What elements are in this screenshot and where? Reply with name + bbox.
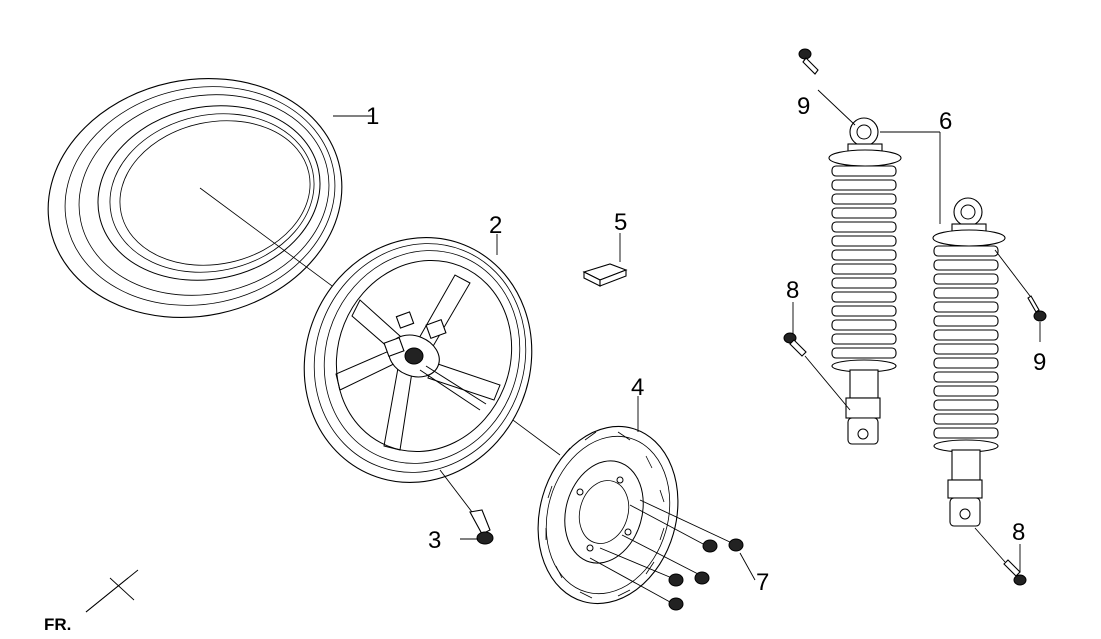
callout-1: 1 (366, 103, 379, 130)
shock-bolt-9-top (798, 48, 819, 75)
orientation-label: FR. (44, 615, 71, 634)
tire-valve (439, 469, 494, 545)
brake-disc (537, 425, 679, 605)
callout-9-side: 9 (1033, 349, 1046, 376)
shock-absorber-right (932, 197, 1006, 527)
callout-8-left: 8 (786, 277, 799, 304)
leader-lines (333, 89, 1041, 581)
callout-8-bottom: 8 (1012, 519, 1025, 546)
front-orientation-arrow (85, 569, 139, 613)
callout-5: 5 (614, 209, 627, 236)
shock-absorber-left (828, 117, 902, 445)
disc-bolts (589, 499, 744, 611)
shock-bolt-9-side (1027, 295, 1047, 322)
balance-weight (582, 263, 628, 287)
callout-4: 4 (631, 374, 644, 401)
wheel-rim (303, 237, 533, 483)
callout-3: 3 (428, 527, 441, 554)
shock-bolt-8-bottom (1003, 559, 1027, 586)
tire (47, 77, 343, 319)
callout-2: 2 (489, 212, 502, 239)
callout-6: 6 (939, 108, 952, 135)
shock-bolt-8-left (783, 332, 807, 357)
callout-7: 7 (756, 569, 769, 596)
callout-9-top: 9 (797, 93, 810, 120)
